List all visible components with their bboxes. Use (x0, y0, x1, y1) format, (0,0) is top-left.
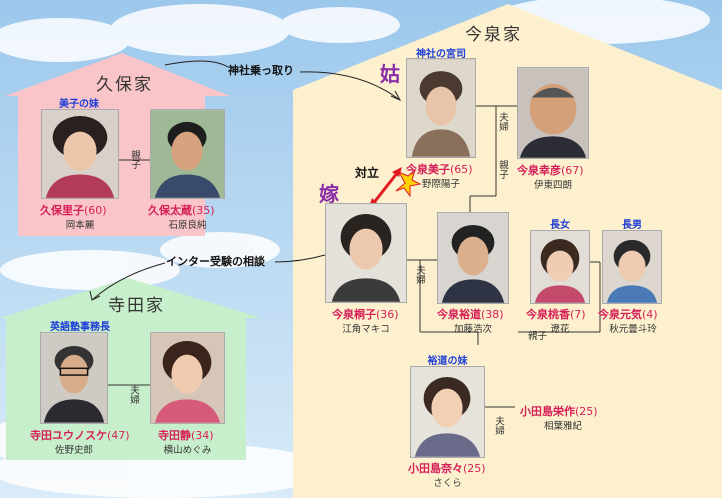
name-hiromichi: 今泉裕道(38) (437, 308, 504, 321)
relation-terada: 夫婦 (128, 385, 139, 404)
name-satoko: 久保里子(60) (40, 204, 107, 217)
role-nana: 裕道の妹 (427, 356, 468, 367)
relation-parents-hiromichi: 親子 (497, 160, 508, 179)
actor-genki: 秋元曇斗玲 (609, 324, 657, 335)
inter-consult-label: インター受験の相談 (166, 255, 265, 268)
daughter-in-law-mark: 嫁 (319, 182, 339, 206)
kubo-house-title: 久保家 (96, 75, 153, 95)
photo-hiromichi (437, 212, 509, 304)
relation-nana-eisaku: 夫婦 (493, 416, 504, 435)
photo-yunosuke (40, 332, 108, 424)
name-shizuka: 寺田静(34) (158, 429, 214, 442)
relation-kubo: 親子 (129, 150, 140, 169)
shrine-arrow (164, 60, 402, 102)
shrine-takeover-label: 神社乗っ取り (228, 64, 294, 77)
name-kiriko: 今泉桐子(36) (332, 308, 399, 321)
actor-momoka: 遼花 (550, 324, 570, 335)
photo-kiriko (325, 203, 407, 303)
photo-genki (602, 230, 662, 304)
actor-kiriko: 江角マキコ (342, 324, 390, 335)
role-momoka: 長女 (550, 220, 570, 231)
photo-shizuka (150, 332, 225, 424)
name-eisaku: 小田島栄作(25) (520, 405, 598, 418)
name-taizo: 久保太蔵(35) (148, 204, 215, 217)
terada-house-title: 寺田家 (108, 296, 165, 316)
actor-yoshiko: 野際陽子 (421, 179, 460, 190)
actor-yukihiko: 伊東四朗 (533, 180, 572, 191)
role-yunosuke: 英語塾事務長 (50, 322, 110, 333)
photo-momoka (530, 230, 590, 304)
role-genki: 長男 (622, 220, 642, 231)
photo-nana (410, 366, 485, 458)
actor-taizo: 石原良純 (168, 220, 207, 231)
conflict-label: 対立 (355, 166, 380, 180)
imaizumi-house-title: 今泉家 (465, 25, 522, 45)
photo-yoshiko (406, 58, 476, 158)
actor-nana: さくら (433, 478, 462, 489)
actor-yunosuke: 佐野史郎 (54, 445, 93, 456)
name-momoka: 今泉桃香(7) (526, 308, 586, 321)
actor-shizuka: 横山めぐみ (163, 445, 212, 456)
relation-kiriko-hiromichi: 夫婦 (414, 265, 425, 284)
actor-hiromichi: 加藤浩次 (453, 324, 492, 335)
relation-yoshiko-yukihiko: 夫婦 (497, 112, 508, 131)
mother-in-law-mark: 姑 (380, 62, 400, 86)
role-satoko: 美子の妹 (59, 99, 99, 110)
role-yoshiko: 神社の宮司 (416, 49, 466, 60)
name-nana: 小田島奈々(25) (408, 462, 486, 475)
photo-yukihiko (517, 67, 589, 159)
photo-satoko (41, 109, 119, 199)
actor-eisaku: 相葉雅紀 (543, 421, 582, 432)
inter-arrow (89, 254, 326, 301)
name-yunosuke: 寺田ユウノスケ(47) (30, 429, 130, 442)
name-yoshiko: 今泉美子(65) (406, 163, 473, 176)
name-genki: 今泉元気(4) (598, 308, 658, 321)
name-yukihiko: 今泉幸彦(67) (517, 164, 584, 177)
photo-taizo (150, 109, 225, 199)
relation-children: 親子 (528, 331, 548, 342)
actor-satoko: 岡本麗 (65, 220, 95, 231)
